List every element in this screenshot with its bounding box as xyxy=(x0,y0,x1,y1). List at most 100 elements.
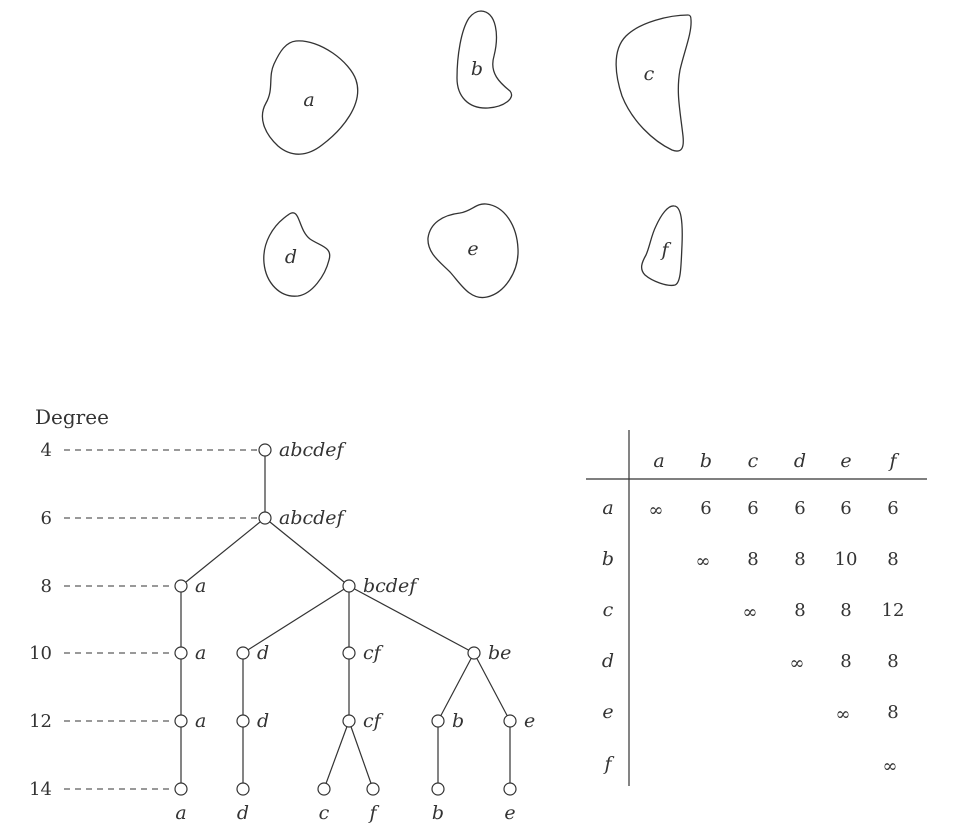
degree-tick-label: 12 xyxy=(29,711,52,732)
table-row-header: c xyxy=(603,599,614,621)
tree-node-label: abcdef xyxy=(279,439,347,461)
tree-node-label: a xyxy=(195,710,206,732)
table-column-header: e xyxy=(840,450,851,472)
tree-node xyxy=(366,782,380,796)
tree-node-label: cf xyxy=(363,710,384,732)
tree-node xyxy=(174,579,188,593)
tree-edge xyxy=(264,517,350,587)
table-cell-value: 8 xyxy=(840,651,851,672)
tree-node-label: bcdef xyxy=(363,575,419,597)
tree-node-label: abcdef xyxy=(279,507,347,529)
table-column-header: d xyxy=(794,450,806,472)
tree-node xyxy=(431,782,445,796)
table-cell-infinity: ∞ xyxy=(836,704,851,725)
tree-node xyxy=(467,646,481,660)
tree-leaf-label: f xyxy=(367,802,379,824)
table-header-row: a b c d e f xyxy=(653,450,899,472)
region-f-label: f xyxy=(659,239,671,261)
tree-node xyxy=(174,782,188,796)
tree-node xyxy=(503,782,517,796)
tree-node xyxy=(174,646,188,660)
degree-axis: 4 6 8 10 12 14 xyxy=(29,440,258,800)
table-cell-value: 10 xyxy=(835,549,858,570)
table-cell-infinity: ∞ xyxy=(649,500,664,521)
tree-node xyxy=(258,443,272,457)
table-row-header: a xyxy=(602,497,613,519)
tree-node-label: be xyxy=(488,642,511,664)
table-column-header: a xyxy=(653,450,664,472)
tree-leaf-label: b xyxy=(432,802,444,824)
table-cell-value: 8 xyxy=(794,600,805,621)
tree-edge xyxy=(323,720,350,790)
tree-edge xyxy=(242,585,350,654)
tree-leaf-label: a xyxy=(175,802,186,824)
table-row-header: f xyxy=(602,753,614,775)
tree-node-label: d xyxy=(257,642,269,664)
degree-tick-label: 8 xyxy=(41,576,52,597)
tree-node xyxy=(342,579,356,593)
tree-node xyxy=(258,511,272,525)
region-e-shape xyxy=(427,203,519,299)
tree-node-label: b xyxy=(452,710,464,732)
table-row-header: e xyxy=(602,701,613,723)
table-column-header: c xyxy=(748,450,759,472)
region-d-shape xyxy=(263,212,331,297)
tree-node-label: a xyxy=(195,575,206,597)
degree-axis-title: Degree xyxy=(35,405,109,429)
tree-leaf-label: d xyxy=(237,802,249,824)
region-c-label: c xyxy=(644,63,655,85)
tree-edge xyxy=(180,517,266,587)
tree-edge xyxy=(348,720,374,790)
table-cell-value: 8 xyxy=(840,600,851,621)
table-cell-value: 8 xyxy=(887,702,898,723)
table-cell-value: 6 xyxy=(700,498,711,519)
table-column-header: f xyxy=(887,450,899,472)
table-row-header: b xyxy=(602,548,614,570)
tree-node xyxy=(174,714,188,728)
tree-leaf-label: e xyxy=(504,802,515,824)
table-cell-value: 8 xyxy=(794,549,805,570)
region-a-shape xyxy=(261,40,359,155)
tree-leaf-label: c xyxy=(319,802,330,824)
tree-edges xyxy=(180,450,511,790)
tree-edge xyxy=(348,585,475,654)
tree-node-label: e xyxy=(524,710,535,732)
table-column-header: b xyxy=(700,450,712,472)
region-d-label: d xyxy=(285,246,297,268)
tree-edge xyxy=(437,652,475,722)
table-cell-infinity: ∞ xyxy=(883,756,898,777)
table-cell-infinity: ∞ xyxy=(743,602,758,623)
degree-tick-label: 6 xyxy=(41,508,52,529)
tree-node xyxy=(236,782,250,796)
table-row-header: d xyxy=(602,650,614,672)
table-cell-value: 8 xyxy=(887,651,898,672)
region-b-shape xyxy=(456,10,513,109)
region-a-label: a xyxy=(303,89,314,111)
table-cell-infinity: ∞ xyxy=(696,551,711,572)
region-f-shape xyxy=(640,205,683,287)
tree-node xyxy=(236,646,250,660)
tree-edge xyxy=(473,652,511,722)
tree-node xyxy=(236,714,250,728)
table-cell-value: 8 xyxy=(887,549,898,570)
region-e-label: e xyxy=(467,238,478,260)
regions-panel: a b c d e f xyxy=(261,10,692,299)
region-c-shape xyxy=(615,14,692,152)
region-b-label: b xyxy=(471,58,483,80)
degree-tick-label: 4 xyxy=(41,440,52,461)
degree-tick-label: 14 xyxy=(29,779,52,800)
table-cell-value: 12 xyxy=(882,600,905,621)
tree-node-label: d xyxy=(257,710,269,732)
table-cell-value: 6 xyxy=(794,498,805,519)
tree-node xyxy=(503,714,517,728)
degree-tick-label: 10 xyxy=(29,643,52,664)
tree-node xyxy=(317,782,331,796)
table-cell-infinity: ∞ xyxy=(790,653,805,674)
table-cell-value: 6 xyxy=(840,498,851,519)
tree-node xyxy=(342,714,356,728)
tree-node-label: a xyxy=(195,642,206,664)
tree-node xyxy=(342,646,356,660)
